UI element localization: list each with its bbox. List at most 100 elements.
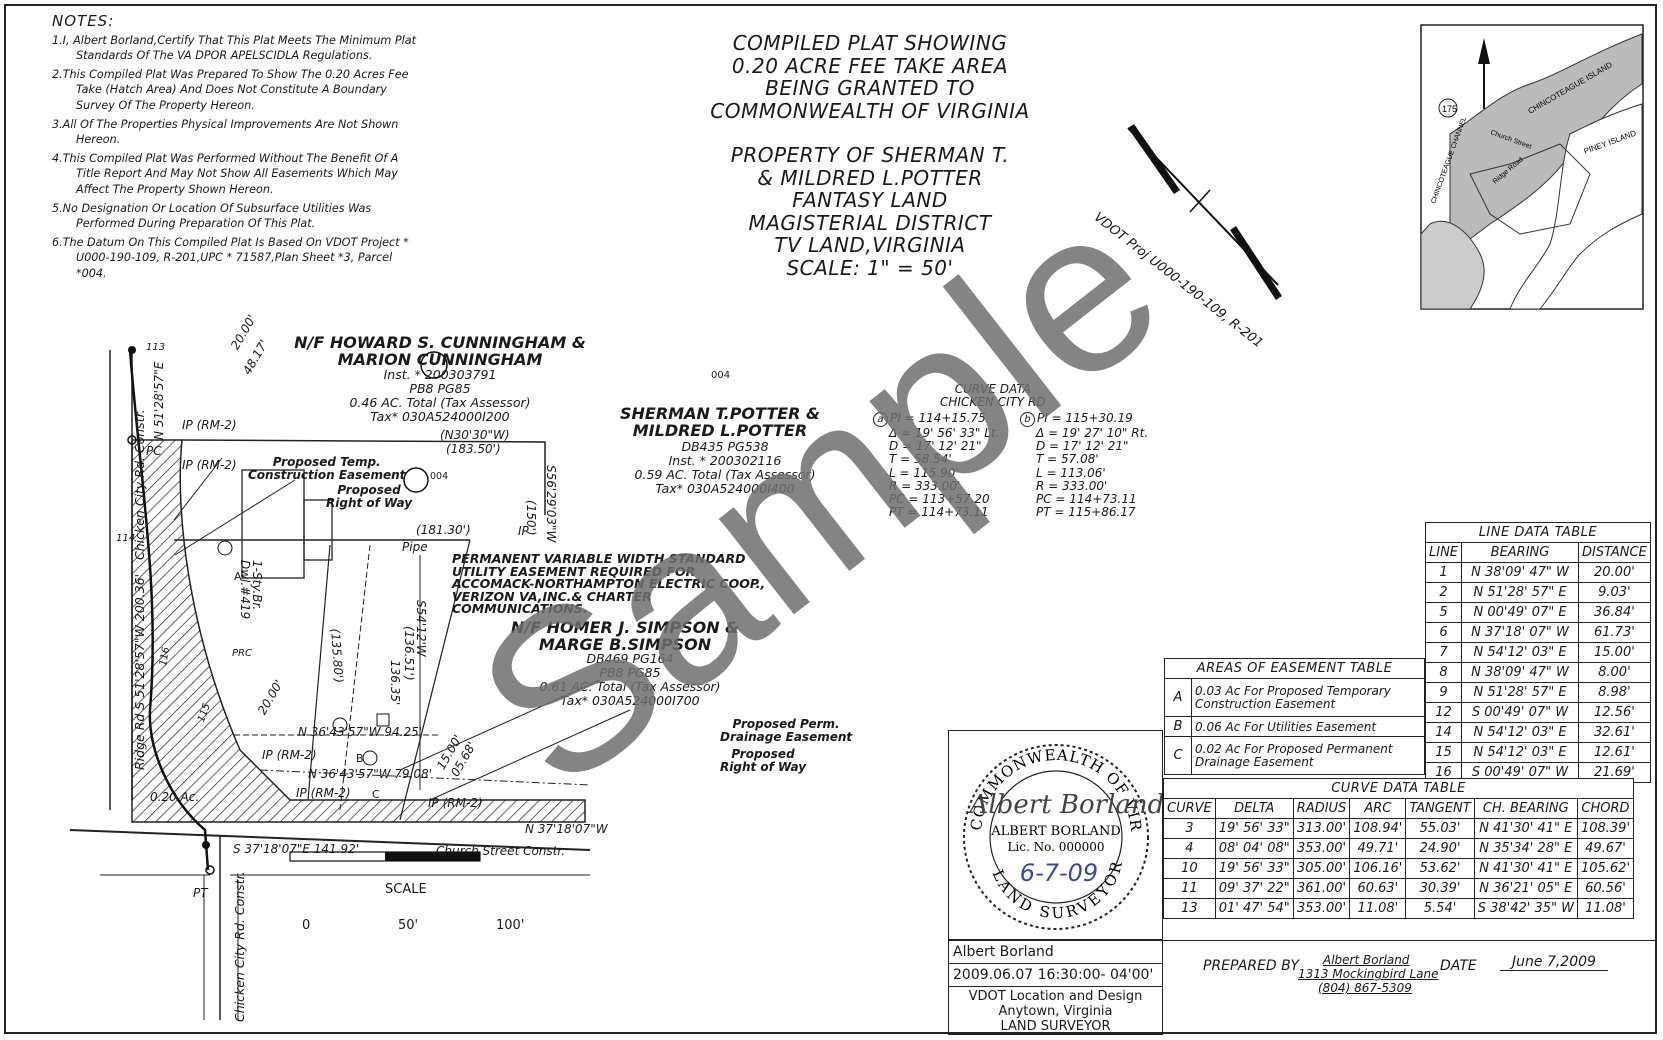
ip-rm2-4: IP (RM-2) bbox=[296, 786, 351, 800]
curve-table-cell: 361.00' bbox=[1292, 878, 1351, 899]
curve-table-cell: 3 bbox=[1163, 818, 1216, 839]
curve-table-cell: 01' 47' 54" bbox=[1214, 898, 1294, 919]
chicken-city-bottom-label: Chicken City Rd. Constr. bbox=[232, 871, 247, 1022]
curve-table-cell: 09' 37' 22" bbox=[1214, 878, 1294, 899]
line-table-cell: S 00'49' 07" W bbox=[1461, 702, 1580, 723]
line-table-cell: 20.00' bbox=[1578, 562, 1651, 583]
prepared-label: PREPARED BY bbox=[1203, 958, 1300, 974]
dist-13651: (136.51') bbox=[402, 626, 416, 681]
areas-table-caption: AREAS OF EASEMENT TABLE bbox=[1164, 658, 1425, 679]
scale-0: 0 bbox=[302, 918, 311, 933]
bearing-s3718: S 37'18'07"E 141.92' bbox=[233, 842, 360, 856]
line-table-header: DISTANCE bbox=[1578, 542, 1651, 563]
notes-block: NOTES: 1.I, Albert Borland,Certify That … bbox=[52, 12, 422, 285]
curve-table-cell: 08' 04' 08" bbox=[1214, 838, 1294, 859]
seal-signature: Albert Borland bbox=[968, 790, 1162, 820]
curve-table-cell: 11 bbox=[1163, 878, 1216, 899]
line-table-cell: 15.00' bbox=[1578, 642, 1651, 663]
note-5: 5.No Designation Or Location Of Subsurfa… bbox=[52, 201, 372, 231]
title-line: MAGISTERIAL DISTRICT bbox=[748, 210, 992, 235]
parcel-004-badge-2: 004 bbox=[430, 471, 449, 482]
curve-table-cell: 10 bbox=[1163, 858, 1216, 879]
curve-table-header: TANGENT bbox=[1405, 798, 1475, 819]
curve-table-cell: 24.90' bbox=[1405, 838, 1475, 859]
bearing-s5412: S54'12'W bbox=[414, 600, 428, 657]
line-table-cell: 7 bbox=[1424, 642, 1463, 663]
area-code: A bbox=[1164, 678, 1192, 717]
scale-50: 50' bbox=[398, 918, 419, 933]
line-table-cell: 61.73' bbox=[1578, 622, 1651, 643]
curve-table-cell: 5.54' bbox=[1405, 898, 1475, 919]
note-1: 1.I, Albert Borland,Certify That This Pl… bbox=[52, 33, 416, 63]
curve-table-cell: 353.00' bbox=[1292, 838, 1351, 859]
dist-18350: (183.50') bbox=[446, 442, 501, 456]
row-bottom-label: Proposed Right of Way bbox=[720, 747, 807, 774]
title-line: 0.20 ACRE FEE TAKE AREA bbox=[731, 53, 1009, 78]
pc-label: PC bbox=[146, 444, 162, 458]
row-top-label: Proposed Right of Way bbox=[326, 483, 413, 510]
prc-label: PRC bbox=[232, 648, 252, 659]
ip-rm2-2: IP (RM-2) bbox=[182, 458, 237, 472]
prepared-phone: (804) 867-5309 bbox=[1318, 981, 1412, 995]
curve-table-cell: 60.56' bbox=[1576, 878, 1635, 899]
digital-signature-box: Albert Borland 2009.06.07 16:30:00- 04'0… bbox=[948, 940, 1163, 1035]
surveyor-seal-box: COMMONWEALTH OF VIRGINIA LAND SURVEYOR A… bbox=[942, 717, 1164, 940]
line-table-cell: N 54'12' 03" E bbox=[1461, 722, 1580, 743]
curve-table-cell: N 41'30' 41" E bbox=[1473, 818, 1578, 839]
inset-route-label: 175 bbox=[1442, 104, 1457, 114]
area-desc: 0.06 Ac For Utilities Easement bbox=[1191, 716, 1425, 737]
bearing-n3643-2: N 36'43'57"W 79.08' bbox=[308, 767, 433, 781]
seal-lic: Lic. No. 000000 bbox=[1007, 840, 1104, 854]
line-table-cell: 1 bbox=[1424, 562, 1463, 583]
line-table-cell: N 38'09' 47" W bbox=[1461, 662, 1580, 683]
title-line: & MILDRED L.POTTER bbox=[757, 165, 983, 190]
ip-rm2-1: IP (RM-2) bbox=[182, 418, 237, 432]
curve-a-tag: a bbox=[873, 412, 888, 427]
notes-heading: NOTES: bbox=[52, 12, 115, 30]
church-street-label: Church Street Constr. bbox=[436, 844, 566, 858]
area-b-marker: B bbox=[356, 752, 364, 765]
line-table-cell: 2 bbox=[1424, 582, 1463, 603]
line-table-cell: 5 bbox=[1424, 602, 1463, 623]
curve-table-header: RADIUS bbox=[1292, 798, 1351, 819]
ip-label: IP bbox=[518, 524, 529, 538]
line-table-cell: N 51'28' 57" E bbox=[1461, 682, 1580, 703]
curve-table-cell: N 36'21' 05" E bbox=[1473, 878, 1578, 899]
curve-table-cell: 49.71' bbox=[1349, 838, 1407, 859]
line-table-header: BEARING bbox=[1461, 542, 1580, 563]
curve-table-cell: 55.03' bbox=[1405, 818, 1475, 839]
line-table-cell: 9 bbox=[1424, 682, 1463, 703]
curve-table-cell: N 41'30' 41" E bbox=[1473, 858, 1578, 879]
ridge-rd-label: Ridge Rd S 51'28'57"W 200.36' bbox=[132, 573, 147, 770]
note-2: 2.This Compiled Plat Was Prepared To Sho… bbox=[52, 67, 409, 112]
curve-table-cell: 305.00' bbox=[1292, 858, 1351, 879]
area-c-marker: C bbox=[372, 788, 380, 801]
plat-title: COMPILED PLAT SHOWING 0.20 ACRE FEE TAKE… bbox=[660, 32, 1080, 279]
line-table-cell: S 00'49' 07" W bbox=[1461, 762, 1580, 783]
curve-table-cell: 108.39' bbox=[1576, 818, 1635, 839]
prepared-date: June 7,2009 bbox=[1500, 954, 1608, 971]
scale-label: SCALE bbox=[385, 882, 427, 897]
curve-b-tag: b bbox=[1020, 412, 1035, 427]
prepared-name: Albert Borland bbox=[1323, 953, 1410, 967]
line-table-cell: N 38'09' 47" W bbox=[1461, 562, 1580, 583]
line-table-cell: 15 bbox=[1424, 742, 1463, 763]
pt-label: PT bbox=[193, 886, 208, 900]
curve-table-cell: 313.00' bbox=[1292, 818, 1351, 839]
utility-easement-label: PERMANENT VARIABLE WIDTH STANDARD UTILIT… bbox=[452, 551, 766, 616]
curve-table-cell: 11.08' bbox=[1349, 898, 1407, 919]
cunningham-info: Inst. * 200303791 PB8 PG85 0.46 AC. Tota… bbox=[349, 367, 531, 424]
pipe-label: Pipe bbox=[402, 540, 428, 554]
